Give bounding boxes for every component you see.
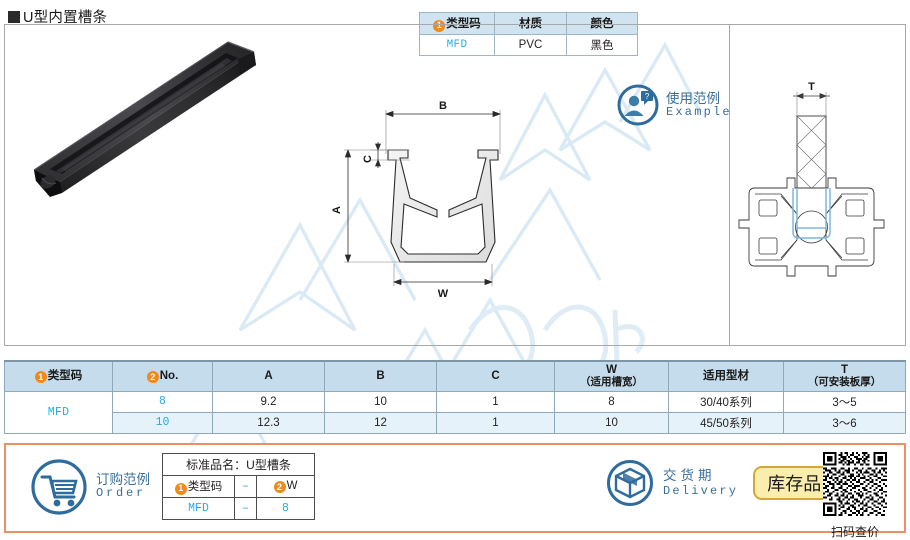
page-title: U型内置槽条 xyxy=(8,6,107,27)
order-standard-name: 标准品名：U型槽条 xyxy=(162,453,315,476)
cell-color: 黑色 xyxy=(566,33,638,56)
cell-b: 10 xyxy=(324,390,437,413)
badge-2-icon: 2 xyxy=(146,371,159,383)
cell-profile: 45/50系列 xyxy=(668,411,784,434)
badge-1-icon: 1 xyxy=(34,371,47,383)
cell-t: 3～6 xyxy=(783,411,906,434)
order-standard-name-row: 标准品名：U型槽条 xyxy=(162,453,315,476)
badge-2-icon: 2 xyxy=(273,481,286,494)
dim-label-a: A xyxy=(331,206,343,214)
cell-no: 8 xyxy=(112,390,213,413)
qr-label: 扫码查价 xyxy=(830,525,879,539)
spec-header-a: A xyxy=(212,360,325,392)
dim-label-t: T xyxy=(808,81,815,93)
delivery-label-cn: 交货期 xyxy=(663,467,716,483)
cell-a: 12.3 xyxy=(212,411,325,434)
table-row: MFD PVC 黑色 xyxy=(419,33,638,56)
spec-header-w: W（适用槽宽） xyxy=(554,360,669,392)
status-badge: 库存品 xyxy=(753,466,836,500)
dim-label-c: C xyxy=(362,155,374,163)
cell-material: PVC xyxy=(494,33,567,56)
product-photo xyxy=(33,41,256,197)
spec-header-c: C xyxy=(436,360,555,392)
shopping-cart-icon xyxy=(31,458,87,515)
qr-code-icon xyxy=(823,452,887,516)
table-row: MFD 8 9.2 10 1 8 30/40系列 3～5 xyxy=(4,390,906,434)
panel-divider xyxy=(729,25,730,345)
cell-type-code: MFD xyxy=(419,33,495,56)
package-box-icon xyxy=(607,460,653,506)
qr-block: 扫码查价 xyxy=(823,452,887,540)
person-question-icon: ? xyxy=(617,84,659,126)
example-block: ? 使用范例 Example xyxy=(617,84,732,126)
spec-header-profile: 适用型材 xyxy=(668,360,784,392)
svg-text:?: ? xyxy=(645,92,650,101)
dim-label-b: B xyxy=(439,100,447,112)
order-label-en: Order xyxy=(96,486,147,501)
order-value-row: MFD – 8 xyxy=(162,497,315,520)
dim-label-w: W xyxy=(438,288,449,300)
delivery-block: 交货期 Delivery 库存品 xyxy=(606,459,836,507)
order-value-type-code: MFD xyxy=(162,497,235,520)
cell-no: 10 xyxy=(112,411,213,434)
title-bullet-icon xyxy=(8,10,20,23)
cell-c: 1 xyxy=(436,390,555,413)
cell-c: 1 xyxy=(436,411,555,434)
spec-header-b: B xyxy=(324,360,437,392)
order-value-w: 8 xyxy=(256,497,315,520)
example-label-en: Example xyxy=(666,104,732,119)
badge-1-icon: 1 xyxy=(433,19,446,32)
example-label-cn: 使用范例 xyxy=(666,90,720,106)
cell-t: 3～5 xyxy=(783,390,906,413)
order-value-dash: – xyxy=(234,497,257,520)
page-title-text: U型内置槽条 xyxy=(23,10,108,26)
cell-profile: 30/40系列 xyxy=(668,390,784,413)
order-field-dash: – xyxy=(234,475,257,498)
table-row: 10 12.3 12 1 10 45/50系列 3～6 xyxy=(5,411,906,434)
badge-1-icon: 1 xyxy=(174,482,187,495)
delivery-label-en: Delivery xyxy=(663,483,739,498)
spec-header-t: T（可安装板厚） xyxy=(783,360,906,392)
cell-a: 9.2 xyxy=(212,390,325,413)
order-label-cn: 订购范例 xyxy=(96,471,150,487)
application-drawing: T xyxy=(738,81,885,277)
cell-b: 12 xyxy=(324,411,437,434)
cell-type-code: MFD xyxy=(4,390,113,434)
cross-section-drawing: B A C W xyxy=(331,100,502,300)
cell-w: 8 xyxy=(554,390,669,413)
cell-w: 10 xyxy=(554,411,669,434)
